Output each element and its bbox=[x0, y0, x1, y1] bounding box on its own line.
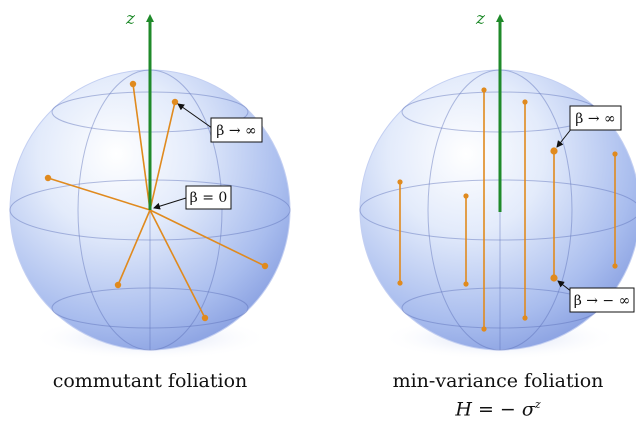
hamiltonian-formula-main: H = − σ bbox=[455, 398, 535, 421]
right-z-axis-label: z bbox=[475, 9, 486, 29]
right-caption: min-variance foliation bbox=[392, 370, 604, 392]
left-callout-beta-zero: β = 0 bbox=[153, 185, 232, 210]
left-callout-beta-inf-text: β → ∞ bbox=[216, 123, 256, 139]
right-foliation-points bbox=[397, 87, 618, 332]
left-caption: commutant foliation bbox=[52, 370, 248, 392]
left-callout-beta-zero-text: β = 0 bbox=[190, 190, 228, 206]
hamiltonian-formula: H = − σz bbox=[360, 398, 636, 420]
arrow-pointer-icon bbox=[153, 197, 187, 210]
left-callout-beta-inf: β → ∞ bbox=[177, 103, 263, 143]
right-callout-beta-inf-text: β → ∞ bbox=[575, 111, 615, 127]
left-z-axis-label: z bbox=[125, 9, 136, 29]
right-foliation-lines bbox=[399, 90, 616, 329]
left-foliation-points bbox=[44, 80, 269, 322]
arrow-pointer-icon bbox=[556, 127, 573, 148]
right-callout-beta-neg-inf-text: β → − ∞ bbox=[574, 293, 631, 309]
arrow-pointer-icon bbox=[177, 103, 213, 129]
hamiltonian-formula-sup: z bbox=[534, 398, 541, 411]
right-callout-beta-inf: β → ∞ bbox=[556, 105, 622, 148]
left-sphere: z β → ∞ β = 0 bbox=[9, 9, 291, 360]
right-callout-beta-neg-inf: β → − ∞ bbox=[557, 280, 635, 313]
left-foliation-lines bbox=[47, 83, 266, 319]
right-sphere: z β → ∞ β → − ∞ bbox=[359, 9, 636, 360]
